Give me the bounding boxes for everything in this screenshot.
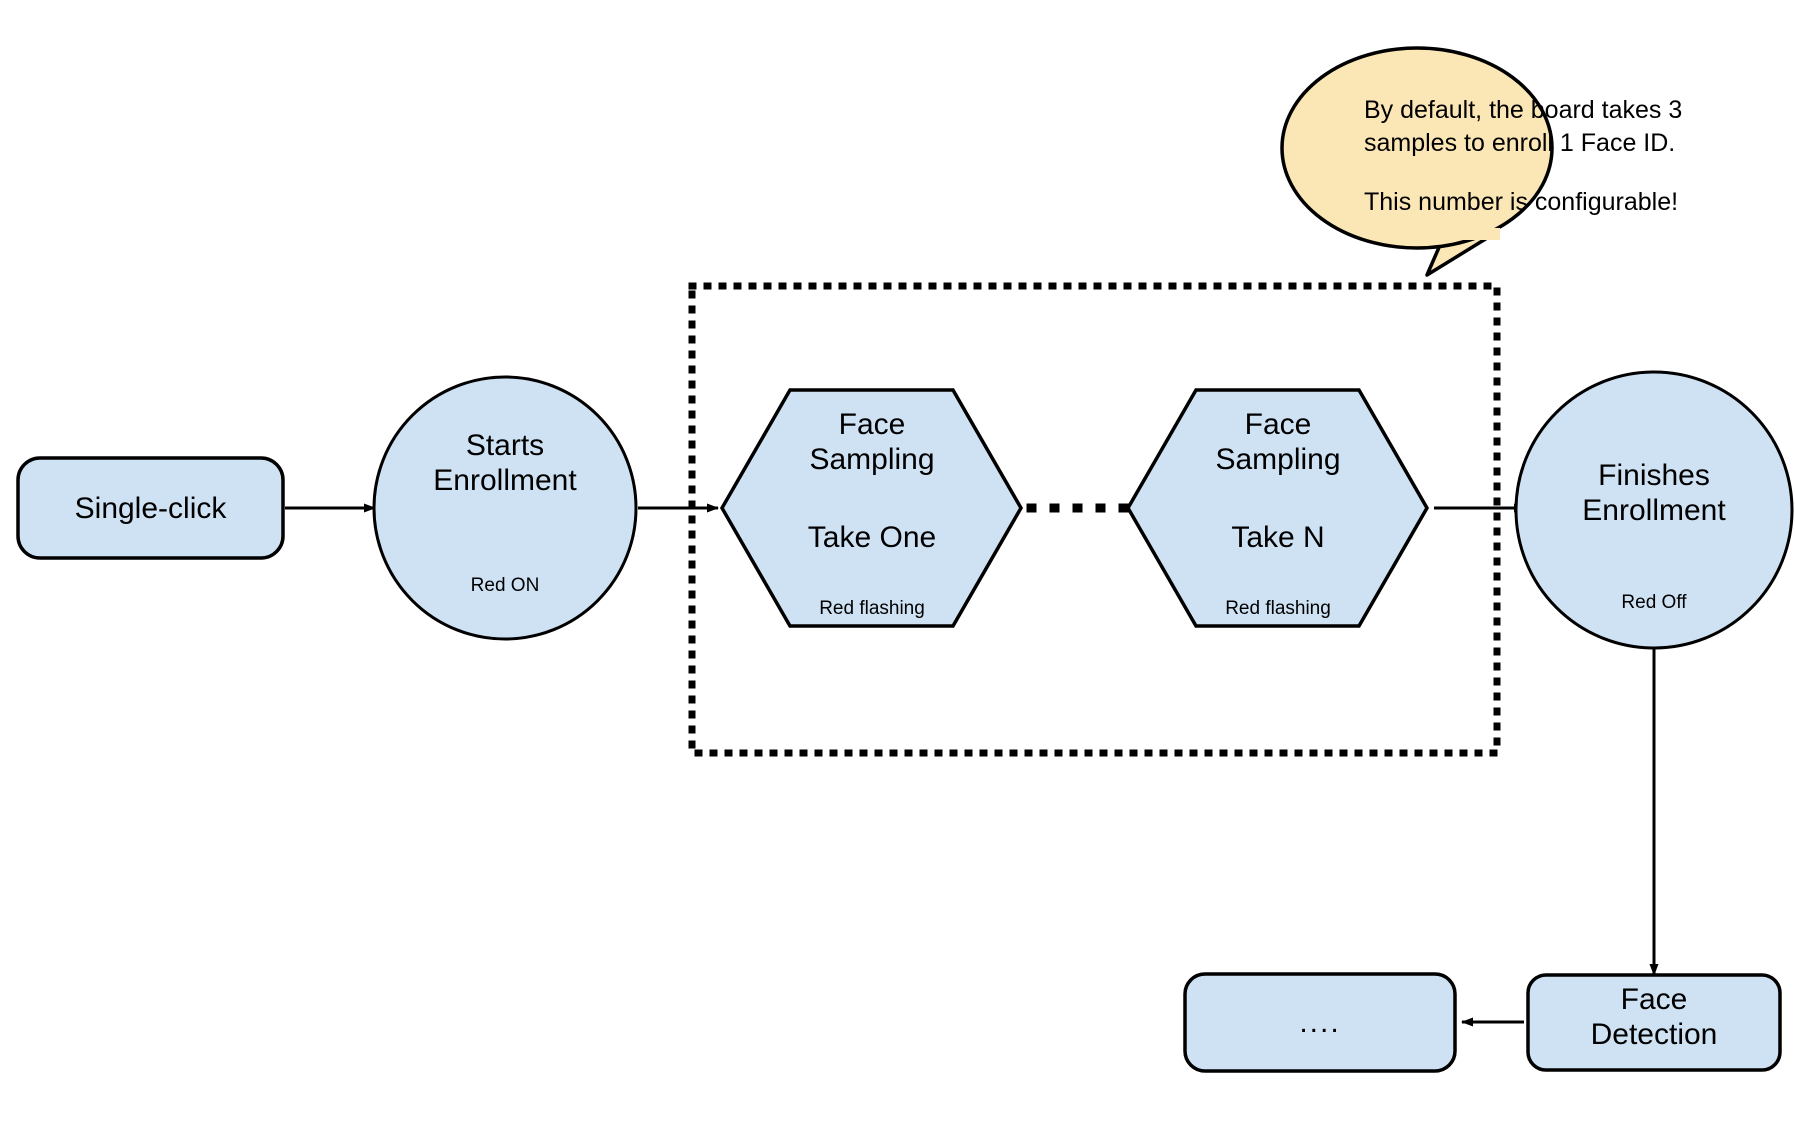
node-face-sampling-take-one[interactable]	[719, 388, 1024, 628]
callout-balloon[interactable]	[1280, 46, 1554, 250]
callout-tail-join	[1428, 228, 1500, 240]
sampling-group-box	[688, 282, 1501, 757]
node-single-click[interactable]	[16, 456, 285, 560]
node-starts-enrollment[interactable]	[372, 375, 638, 641]
node-face-detection[interactable]	[1526, 973, 1782, 1072]
node-finishes-enrollment[interactable]	[1514, 370, 1794, 650]
node-face-sampling-take-n[interactable]	[1125, 388, 1430, 628]
node-ellipsis-box[interactable]	[1183, 972, 1457, 1073]
